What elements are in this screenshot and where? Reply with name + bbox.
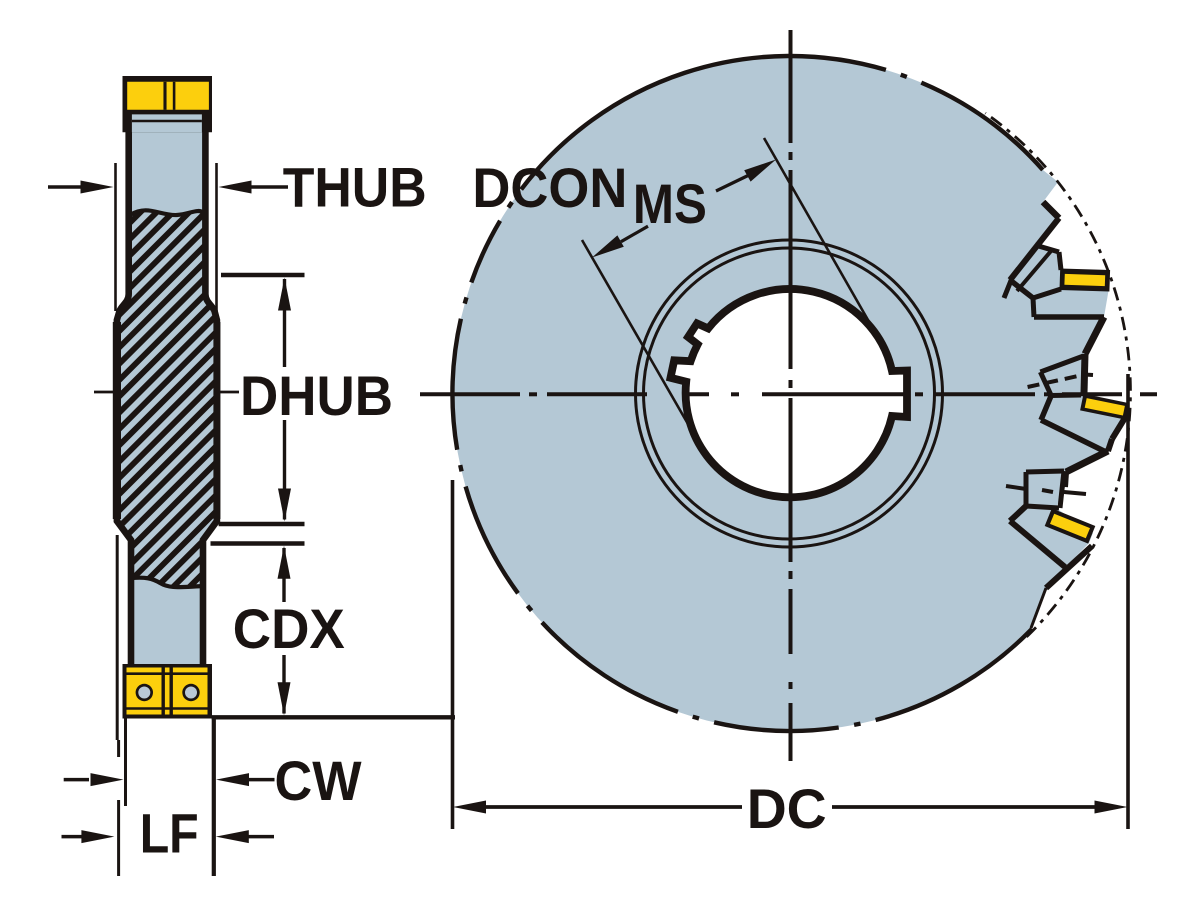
svg-text:MS: MS	[633, 172, 707, 235]
svg-text:DHUB: DHUB	[240, 364, 393, 427]
svg-text:LF: LF	[140, 801, 199, 864]
svg-text:CW: CW	[275, 749, 362, 812]
svg-text:DC: DC	[747, 777, 827, 840]
svg-text:THUB: THUB	[283, 155, 427, 218]
svg-text:CDX: CDX	[233, 597, 345, 660]
svg-text:DCON: DCON	[472, 156, 627, 219]
